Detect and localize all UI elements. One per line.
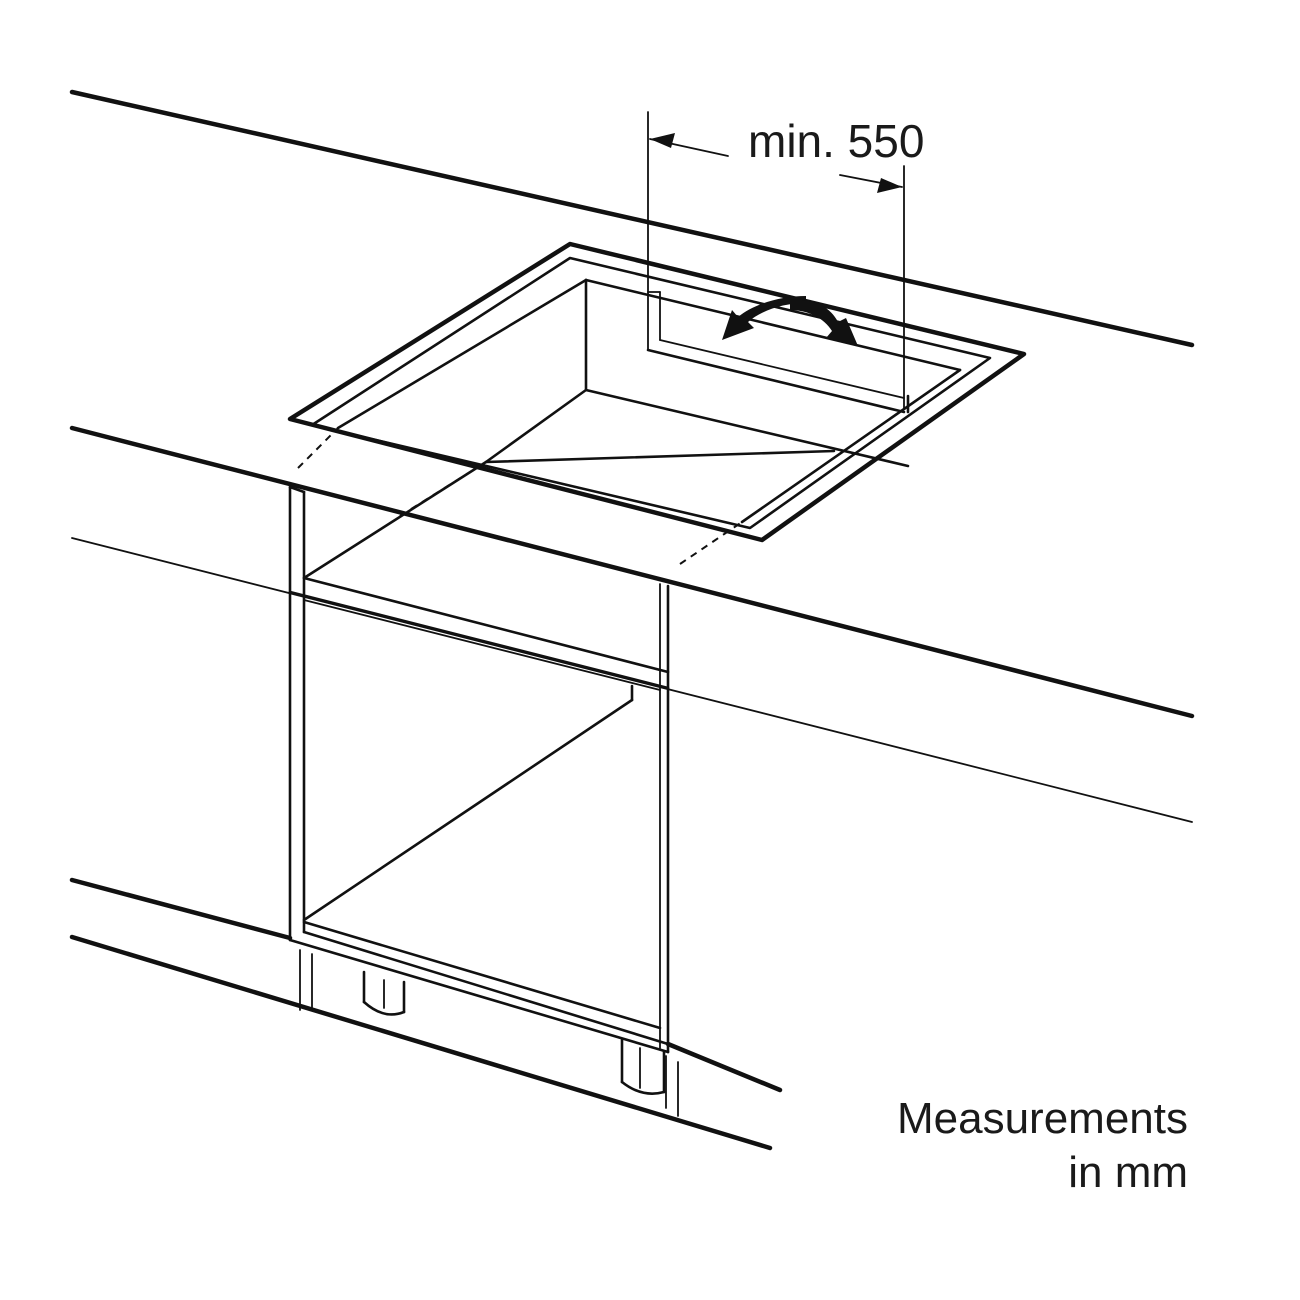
measurement-note: Measurements in mm (897, 1094, 1188, 1197)
dimension-min-550: min. 550 (646, 111, 924, 414)
cabinet-back-diagonal (302, 698, 634, 922)
cabinet-feet (362, 970, 666, 1095)
hidden-line-left (297, 427, 339, 469)
ventilation-slot (646, 348, 906, 414)
shelf-front-lower (303, 599, 661, 691)
shelf-front-bottom (288, 590, 670, 690)
dimension-arrowhead-left (650, 133, 675, 148)
dimension-arrowhead-right (877, 178, 902, 193)
base-cabinet (288, 460, 679, 1117)
plinth-top-line-right (665, 1041, 783, 1093)
dimension-label: min. 550 (748, 115, 924, 167)
cutout-step-left (336, 278, 588, 430)
worktop-cutout (287, 241, 1027, 543)
note-line-2: in mm (1068, 1148, 1188, 1197)
cabinet-left-top (288, 485, 306, 494)
cutout-inner-rim (310, 256, 992, 530)
note-line-1: Measurements (897, 1094, 1188, 1143)
recess-floor-back (584, 388, 910, 468)
cabinet-bottom-outer (288, 938, 670, 1054)
cabinet-foot-left (362, 970, 406, 1016)
airflow-arrow-out (722, 296, 806, 340)
cabinet-bottom-front (302, 920, 662, 1030)
recess-floor-front (484, 449, 836, 464)
cutout-step-right (740, 368, 962, 524)
airflow-arrow-in (790, 299, 858, 346)
plinth-bottom-line (69, 934, 773, 1151)
plinth-top-line (69, 877, 293, 941)
ventilation-slot-inner (659, 339, 905, 399)
cabinet-top-back (302, 460, 488, 580)
worktop-front-edge-top (69, 425, 1195, 719)
shelf-front-top (302, 576, 670, 674)
plinth (69, 877, 783, 1151)
recess-floor-left (484, 388, 588, 464)
cabinet-bottom-front-2 (302, 930, 670, 1046)
cutout-outer-rim (287, 241, 1027, 543)
cabinet-foot-right (620, 1038, 666, 1095)
ventilation-airflow-arrows-icon (722, 296, 858, 346)
worktop-back-edge (69, 89, 1195, 348)
